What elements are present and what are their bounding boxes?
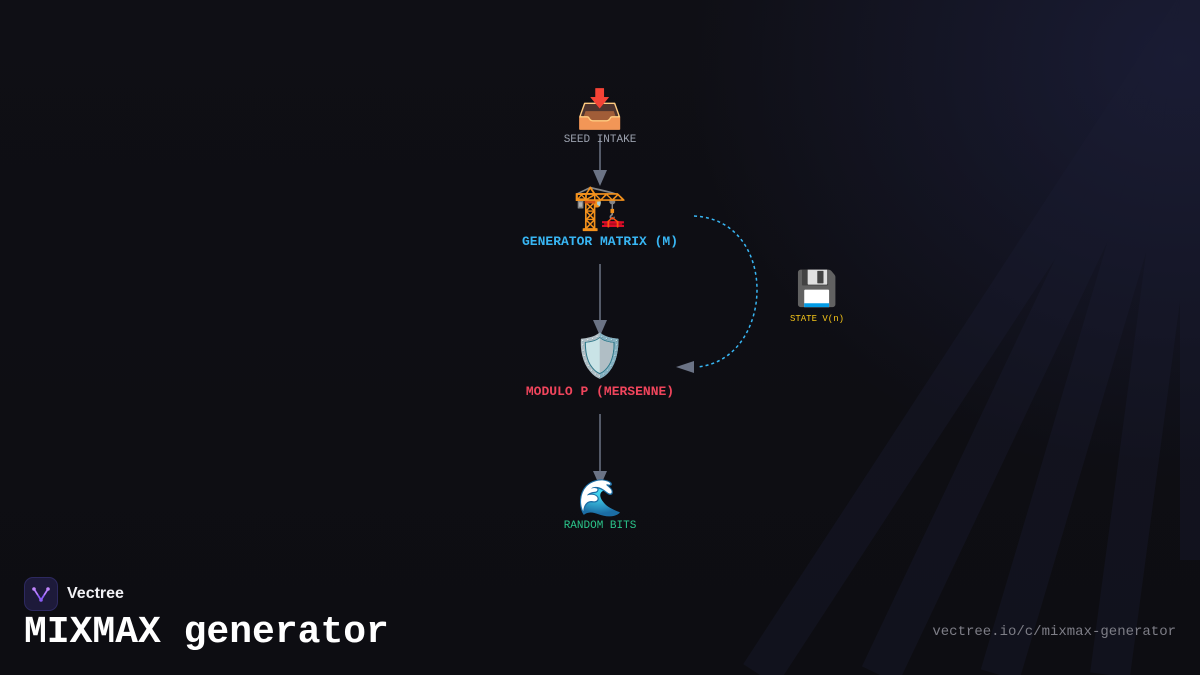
brand[interactable]: Vectree [24, 577, 124, 611]
vectree-logo-icon [24, 577, 58, 611]
node-modulo: 🛡️ MODULO P (MERSENNE) [526, 331, 674, 399]
node-label-modulo: MODULO P (MERSENNE) [526, 384, 674, 399]
node-label-generator-matrix: GENERATOR MATRIX (M) [522, 234, 678, 249]
edge-matrix-to-modulo-arrowhead [593, 320, 607, 336]
water-wave-icon: 🌊 [578, 477, 623, 519]
page-url[interactable]: vectree.io/c/mixmax-generator [932, 624, 1176, 640]
page-title: MIXMAX generator [24, 611, 389, 654]
feedback-loop-arrowhead [676, 361, 694, 373]
node-label-seed-intake: SEED INTAKE [564, 134, 637, 146]
edge-seed-to-matrix-arrowhead [593, 170, 607, 186]
node-label-state: STATE V(n) [790, 314, 844, 324]
construction-crane-icon: 🏗️ [573, 182, 628, 233]
node-seed-intake: 📥 SEED INTAKE [564, 87, 637, 146]
node-random-bits: 🌊 RANDOM BITS [564, 477, 637, 532]
brand-name: Vectree [67, 585, 124, 602]
inbox-tray-icon: 📥 [576, 87, 623, 131]
edge-modulo-to-bits-arrowhead [593, 471, 607, 487]
node-generator-matrix: 🏗️ GENERATOR MATRIX (M) [522, 182, 678, 249]
floppy-disk-icon: 💾 [796, 269, 838, 309]
feedback-loop-edge [693, 215, 758, 368]
node-label-random-bits: RANDOM BITS [564, 520, 637, 532]
shield-icon: 🛡️ [574, 331, 626, 380]
node-state: 💾 STATE V(n) [790, 269, 844, 324]
